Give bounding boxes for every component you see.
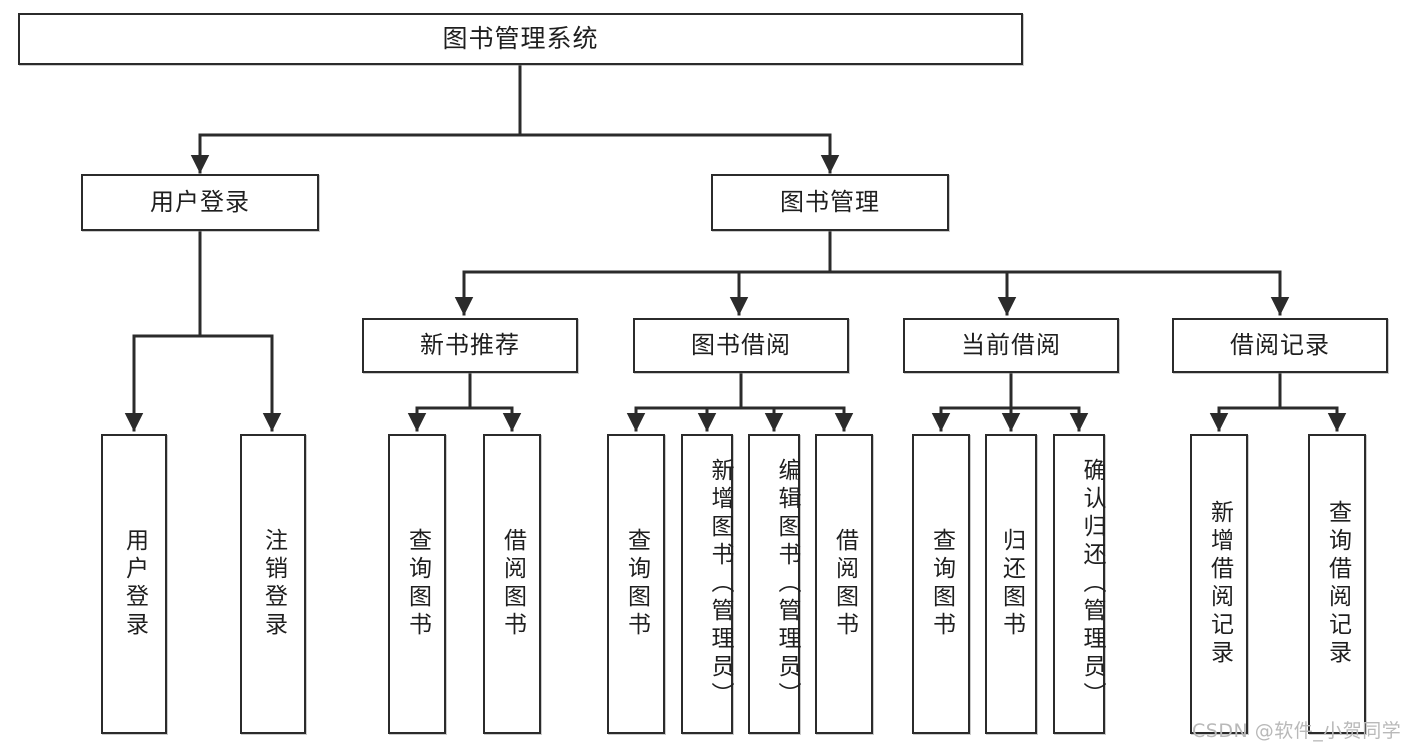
node-new-book-recommend[interactable]: 新书推荐 (362, 318, 578, 373)
node-leaf-add-borrow-record[interactable]: 新增借阅记录 (1190, 434, 1248, 734)
leaf-label: 查询图书 (928, 528, 955, 640)
node-leaf-borrow-book[interactable]: 借阅图书 (815, 434, 873, 734)
node-leaf-query-book-borrow[interactable]: 查询图书 (607, 434, 665, 734)
leaf-label: 查询借阅记录 (1324, 500, 1351, 668)
node-leaf-query-book-current[interactable]: 查询图书 (912, 434, 970, 734)
node-leaf-query-borrow-record[interactable]: 查询借阅记录 (1308, 434, 1366, 734)
leaf-label: 查询图书 (623, 528, 650, 640)
node-leaf-borrow-book-recommend[interactable]: 借阅图书 (483, 434, 541, 734)
node-user-login[interactable]: 用户登录 (81, 174, 319, 231)
leaf-label: 确认归还（管理员） (1079, 458, 1105, 710)
leaf-label: 注销登录 (260, 528, 287, 640)
leaf-label: 新增借阅记录 (1206, 500, 1233, 668)
node-leaf-return-book[interactable]: 归还图书 (985, 434, 1037, 734)
node-book-borrow[interactable]: 图书借阅 (633, 318, 849, 373)
leaf-label: 编辑图书（管理员） (774, 458, 800, 710)
leaf-label: 查询图书 (404, 528, 431, 640)
node-leaf-confirm-return-admin[interactable]: 确认归还（管理员） (1053, 434, 1105, 734)
leaf-label: 用户登录 (121, 528, 148, 640)
node-leaf-user-logout[interactable]: 注销登录 (240, 434, 306, 734)
node-borrow-record[interactable]: 借阅记录 (1172, 318, 1388, 373)
node-root-system[interactable]: 图书管理系统 (18, 13, 1023, 65)
leaf-label: 借阅图书 (831, 528, 858, 640)
node-leaf-add-book-admin[interactable]: 新增图书（管理员） (681, 434, 733, 734)
node-leaf-edit-book-admin[interactable]: 编辑图书（管理员） (748, 434, 800, 734)
node-book-manage[interactable]: 图书管理 (711, 174, 949, 231)
node-leaf-query-book-recommend[interactable]: 查询图书 (388, 434, 446, 734)
node-current-borrow[interactable]: 当前借阅 (903, 318, 1119, 373)
leaf-label: 新增图书（管理员） (707, 458, 733, 710)
csdn-watermark: CSDN @软件_小贺同学 (1192, 720, 1402, 742)
leaf-label: 归还图书 (998, 528, 1025, 640)
leaf-label: 借阅图书 (499, 528, 526, 640)
node-leaf-user-login[interactable]: 用户登录 (101, 434, 167, 734)
